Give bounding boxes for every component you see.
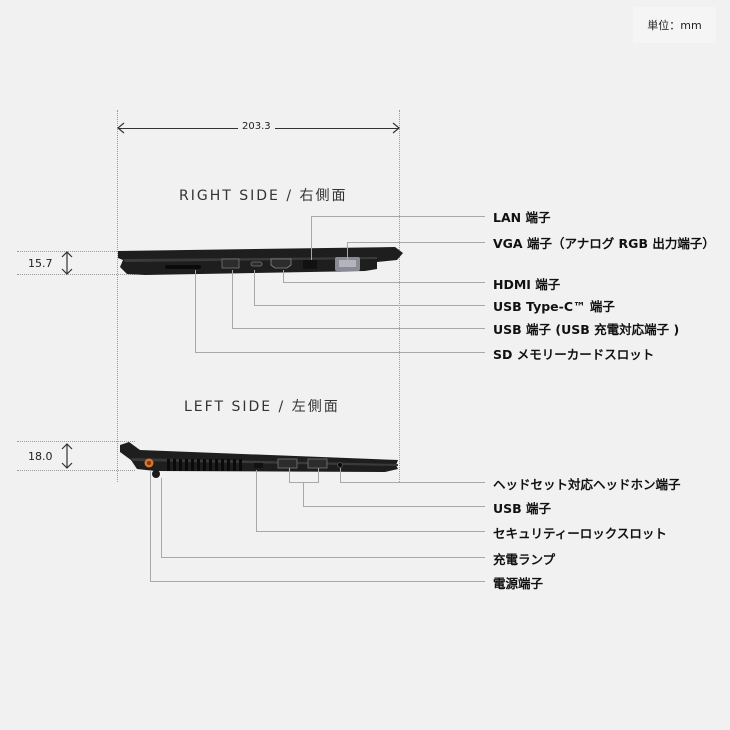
right-height-top-guide [17, 251, 135, 252]
left-guide-line [117, 110, 118, 482]
leader-hdmi-h [283, 282, 485, 283]
callout-hdmi-port: HDMI 端子 [493, 277, 561, 292]
height-arrow-icon [61, 251, 73, 275]
height-arrow-icon [61, 443, 73, 469]
width-dimension-label: 203.3 [238, 121, 275, 132]
leader-lan-h [311, 216, 485, 217]
leader-headphone-h [340, 482, 485, 483]
left-height-label: 18.0 [28, 450, 53, 463]
leader-power [150, 470, 151, 581]
leader-usbc [254, 270, 255, 305]
leader-usb [232, 270, 233, 328]
callout-usb-charge-port: USB 端子 (USB 充電対応端子 ) [493, 322, 680, 337]
arrow-right-icon [392, 122, 400, 134]
leader-power-h [150, 581, 485, 582]
leader-usb-join [289, 482, 319, 483]
callout-sd-slot: SD メモリーカードスロット [493, 347, 655, 362]
leader-charge-lamp [161, 478, 162, 557]
laptop-left-side-image [115, 440, 405, 480]
leader-lan [311, 216, 312, 260]
leader-usbc-h [254, 305, 485, 306]
leader-charge-lamp-h [161, 557, 485, 558]
right-height-label: 15.7 [28, 257, 53, 270]
leader-vga-h [347, 242, 485, 243]
left-height-top-guide [17, 441, 135, 442]
right-guide-line [399, 110, 400, 482]
leader-security-h [256, 531, 485, 532]
leader-usb-a2 [318, 468, 319, 482]
leader-usb-stem [303, 482, 304, 506]
callout-headphone-jack: ヘッドセット対応ヘッドホン端子 [493, 477, 681, 492]
left-height-bottom-guide [17, 470, 135, 471]
leader-headphone [340, 468, 341, 482]
right-side-title: RIGHT SIDE / 右側面 [179, 188, 348, 204]
laptop-right-side-image [115, 245, 405, 280]
left-side-title: LEFT SIDE / 左側面 [184, 399, 340, 415]
right-height-bottom-guide [17, 274, 135, 275]
leader-hdmi [283, 270, 284, 282]
leader-sd-h [195, 352, 485, 353]
leader-sd [195, 270, 196, 352]
callout-usb-c-port: USB Type-C™ 端子 [493, 299, 615, 314]
leader-usb-a1 [289, 468, 290, 482]
leader-security [256, 470, 257, 531]
arrow-left-icon [117, 122, 125, 134]
leader-usb-h [232, 328, 485, 329]
callout-usb-port: USB 端子 [493, 501, 552, 516]
leader-usb-h [303, 506, 485, 507]
unit-badge: 単位：mm [633, 7, 716, 43]
leader-vga [347, 242, 348, 260]
callout-security-slot: セキュリティーロックスロット [493, 526, 667, 541]
callout-vga-port: VGA 端子（アナログ RGB 出力端子） [493, 236, 715, 251]
callout-lan-port: LAN 端子 [493, 210, 551, 225]
callout-power-port: 電源端子 [493, 576, 544, 591]
callout-charge-lamp: 充電ランプ [493, 552, 556, 567]
